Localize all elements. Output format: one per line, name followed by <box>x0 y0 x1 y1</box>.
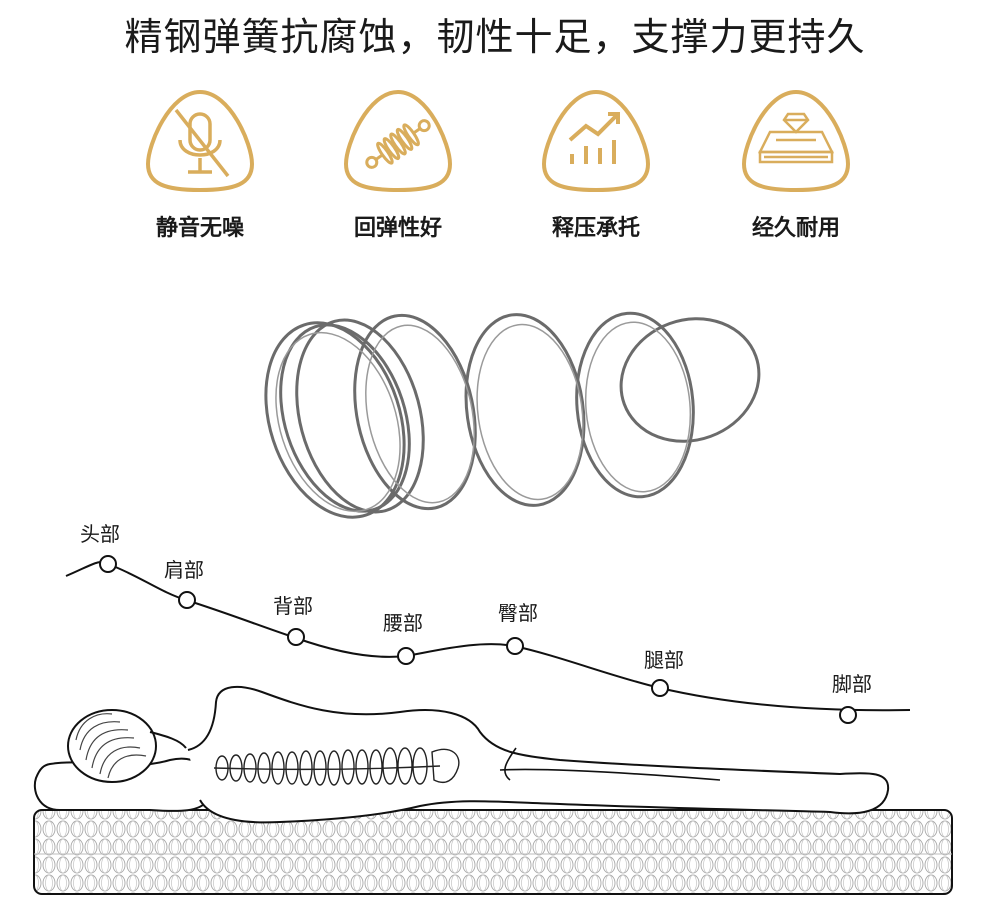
mattress <box>33 809 953 895</box>
body-part-label-foot: 脚部 <box>832 672 872 696</box>
body-part-label-head: 头部 <box>80 522 120 546</box>
feature-quiet: 静音无噪 <box>130 84 270 242</box>
waist-point <box>397 647 415 665</box>
feature-rebound: 回弹性好 <box>328 84 468 242</box>
body-part-label-hip: 臀部 <box>498 601 538 625</box>
body-part-label-leg: 腿部 <box>644 648 684 672</box>
head <box>67 709 187 783</box>
spring-coil-icon <box>343 89 453 193</box>
body-part-label-shoulder: 肩部 <box>164 558 204 582</box>
spine <box>213 747 460 786</box>
body-part-label-back: 背部 <box>273 594 313 618</box>
feature-label: 经久耐用 <box>751 216 840 241</box>
steel-spring-illustration <box>264 311 761 519</box>
head-point <box>99 555 117 573</box>
body-part-label-waist: 腰部 <box>383 611 423 635</box>
back-point <box>287 628 305 646</box>
mute-microphone-icon <box>145 89 255 193</box>
page-title: 精钢弹簧抗腐蚀，韧性十足，支撑力更持久 <box>124 15 866 59</box>
sleeping-body-illustration <box>33 685 953 895</box>
foot-point <box>839 706 857 724</box>
pressure-curve <box>65 555 911 724</box>
shoulder-point <box>178 591 196 609</box>
feature-pressure-relief: 释压承托 <box>526 84 666 242</box>
feature-durable: 经久耐用 <box>726 84 866 242</box>
feature-label: 静音无噪 <box>155 216 244 241</box>
leg-point <box>651 679 669 697</box>
rising-chart-icon <box>541 89 651 193</box>
hip-point <box>506 637 524 655</box>
diamond-mattress-icon <box>741 89 851 193</box>
feature-label: 释压承托 <box>551 216 640 241</box>
feature-label: 回弹性好 <box>353 216 442 241</box>
